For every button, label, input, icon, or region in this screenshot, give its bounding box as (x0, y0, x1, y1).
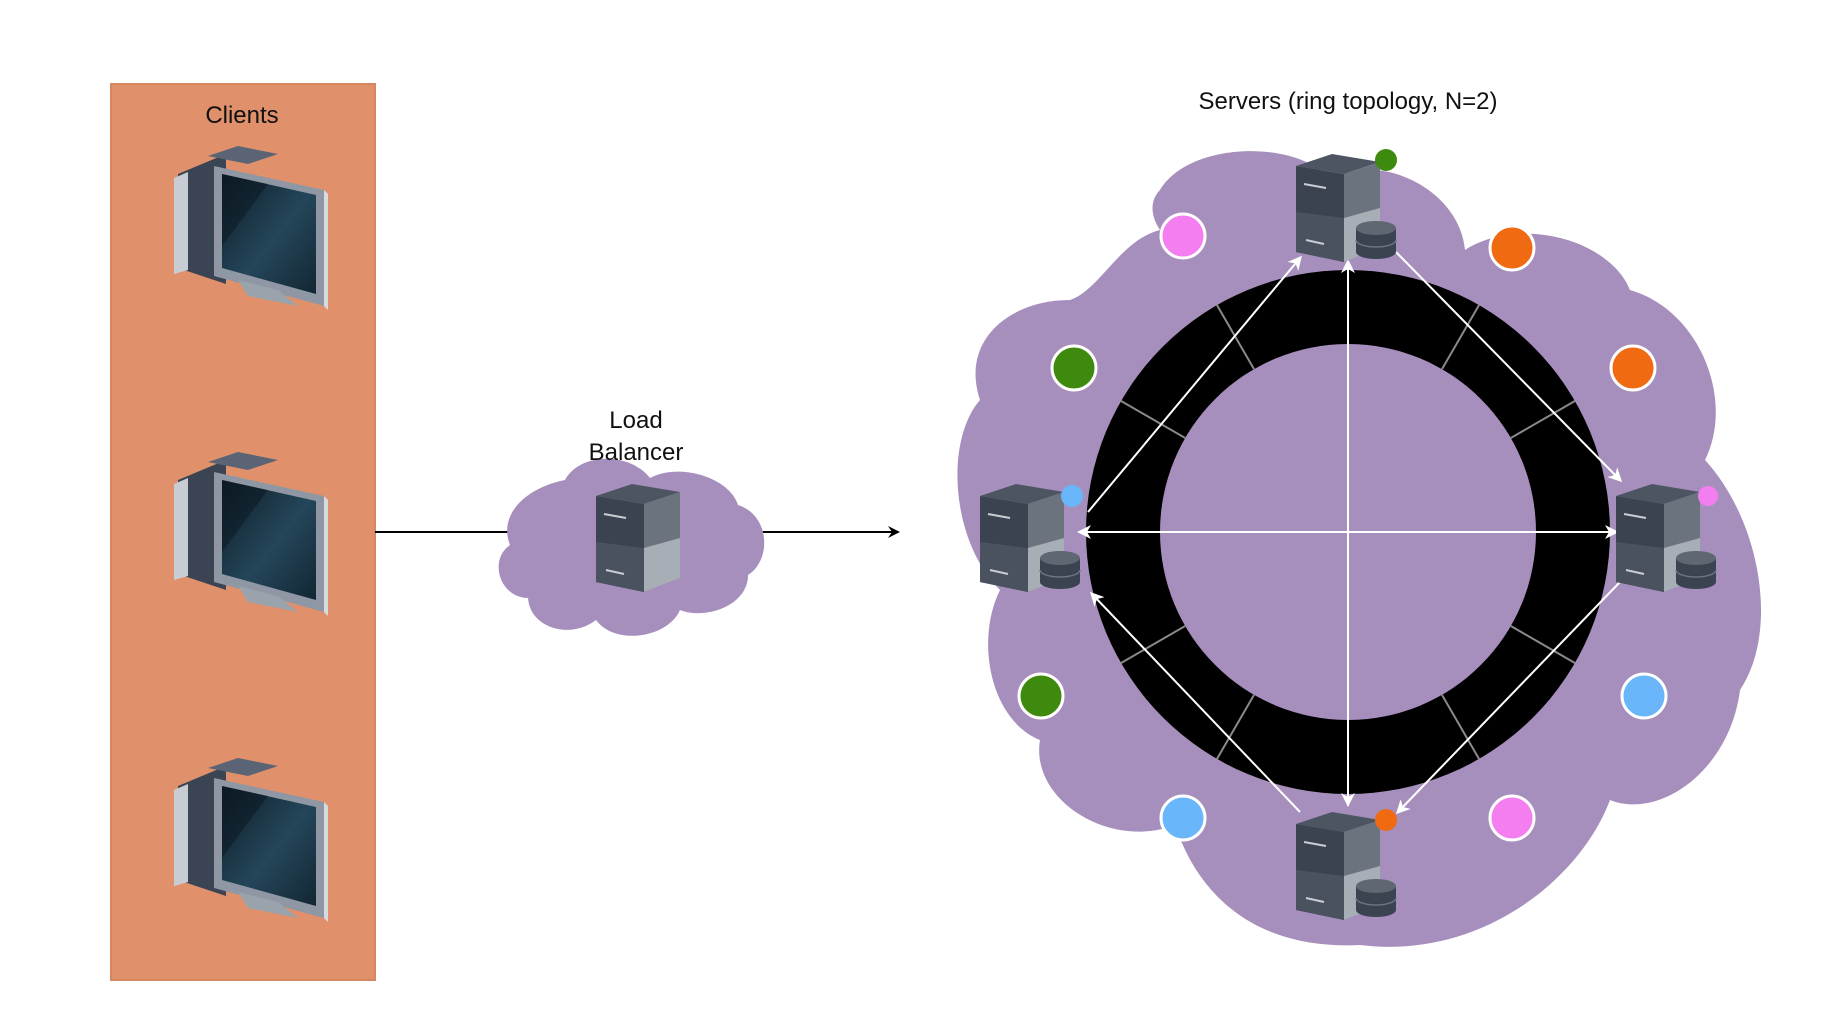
servers-group: Servers (ring topology, N=2) (957, 88, 1762, 947)
server-node-right[interactable] (1616, 484, 1718, 592)
server-bottom-key-dot (1375, 809, 1397, 831)
server-node-top[interactable] (1296, 149, 1397, 262)
server-right-key-dot (1698, 486, 1718, 506)
load-balancer-label-line2: Balancer (589, 439, 684, 466)
server-left-key-dot (1061, 485, 1083, 507)
ring-divider-tick (1120, 400, 1186, 439)
server-node-left[interactable] (980, 484, 1083, 592)
key-dot (1488, 224, 1536, 272)
ring-arrow-right-to-bottom (1395, 581, 1621, 815)
key-dot (1609, 344, 1657, 392)
server-top-key-dot (1375, 149, 1397, 171)
key-dot (1050, 344, 1098, 392)
load-balancer-label-line1: Load (609, 407, 662, 434)
server-node-bottom[interactable] (1296, 809, 1397, 920)
key-dot (1159, 794, 1207, 842)
ring-divider-tick (1216, 304, 1255, 370)
key-dot (1488, 794, 1536, 842)
load-balancer-server-icon[interactable] (595, 483, 681, 593)
ring-divider-tick (1216, 694, 1255, 760)
key-dot (1159, 212, 1207, 260)
key-dots (1017, 212, 1668, 842)
ring-dividers (1120, 304, 1576, 760)
ring-divider-tick (1120, 625, 1186, 664)
clients-group: Clients (110, 83, 376, 981)
ring-arrow-left-to-top (1087, 255, 1302, 513)
ring-divider-tick (1441, 694, 1480, 760)
ring-divider-tick (1510, 400, 1576, 439)
ring-arrow-bottom-to-left (1089, 591, 1301, 813)
servers-title: Servers (ring topology, N=2) (1198, 88, 1497, 115)
clients-label: Clients (205, 102, 278, 129)
ring-divider-tick (1441, 304, 1480, 370)
ring-arrow-top-to-right (1395, 251, 1623, 483)
key-dot (1017, 672, 1065, 720)
load-balancer-group: Load Balancer (498, 407, 765, 636)
ring-divider-tick (1510, 625, 1576, 664)
key-dot (1620, 672, 1668, 720)
